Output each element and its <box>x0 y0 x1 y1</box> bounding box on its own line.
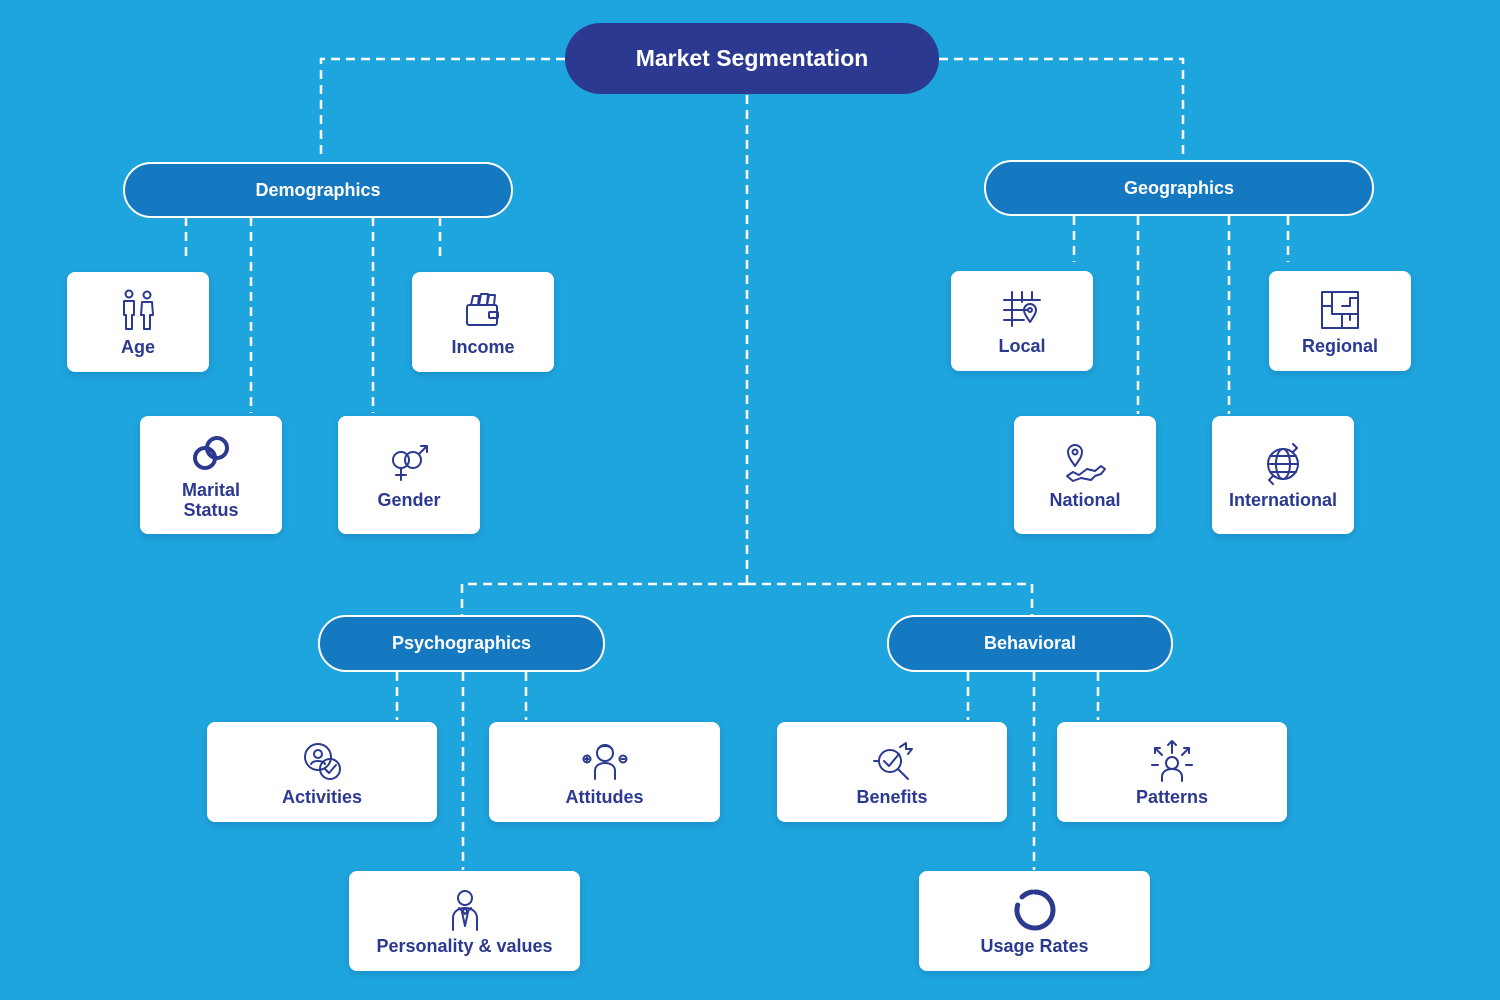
leaf-regional: Regional <box>1269 271 1411 371</box>
leaf-attitudes: Attitudes <box>489 722 720 822</box>
gender-symbols-icon <box>385 440 433 488</box>
leaf-personality-values: Personality & values <box>349 871 580 971</box>
leaf-activities: Activities <box>207 722 437 822</box>
leaf-label: Personality & values <box>376 936 553 956</box>
leaf-national: National <box>1014 416 1156 534</box>
person-arrows-icon <box>1148 737 1196 785</box>
country-map-pin-icon <box>1061 440 1109 488</box>
category-label: Behavioral <box>983 633 1077 653</box>
leaf-label: Usage Rates <box>980 936 1089 956</box>
leaf-label: Gender <box>377 490 441 510</box>
city-map-pin-icon <box>998 286 1046 334</box>
leaf-label: Income <box>451 337 515 357</box>
leaf-benefits: Benefits <box>777 722 1007 822</box>
leaf-patterns: Patterns <box>1057 722 1287 822</box>
leaf-age: Age <box>67 272 209 372</box>
leaf-label: National <box>1049 490 1121 510</box>
rings-icon <box>187 430 235 478</box>
category-label: Psychographics <box>391 633 532 653</box>
category-label: Demographics <box>255 179 381 200</box>
leaf-usage-rates: Usage Rates <box>919 871 1150 971</box>
category-geographics: Geographics <box>984 160 1374 216</box>
leaf-local: Local <box>951 271 1093 371</box>
connector-root-demographics <box>319 57 565 160</box>
leaf-label: Age <box>120 337 155 357</box>
activity-check-icon <box>298 737 346 785</box>
leaf-label: Activities <box>281 787 363 807</box>
connector-trunk-behavioral <box>747 582 1034 616</box>
leaf-international: International <box>1212 416 1354 534</box>
leaf-label: International <box>1228 490 1337 510</box>
leaf-label: Attitudes <box>565 787 644 807</box>
category-psychographics: Psychographics <box>318 615 605 672</box>
leaf-label: Regional <box>1301 336 1378 356</box>
root-node-market-segmentation: Market Segmentation <box>565 23 939 94</box>
region-map-icon <box>1316 286 1364 334</box>
connector-trunk-psychographics <box>460 582 747 616</box>
leaf-label: Benefits <box>856 787 928 807</box>
category-label: Geographics <box>1123 177 1235 198</box>
leaf-label: Marital Status <box>181 480 241 520</box>
globe-icon <box>1259 440 1307 488</box>
leaf-gender: Gender <box>338 416 480 534</box>
leaf-income: Income <box>412 272 554 372</box>
connector-root-geographics <box>939 57 1185 160</box>
businessman-icon <box>441 886 489 934</box>
people-icon <box>114 287 162 335</box>
leaf-label: Local <box>998 336 1046 356</box>
donut-ring-icon <box>1011 886 1059 934</box>
root-label: Market Segmentation <box>635 45 869 71</box>
wallet-icon <box>459 287 507 335</box>
leaf-marital-status: Marital Status <box>140 416 282 534</box>
target-magnifier-icon <box>868 737 916 785</box>
category-demographics: Demographics <box>123 162 513 218</box>
category-behavioral: Behavioral <box>887 615 1173 672</box>
leaf-label: Patterns <box>1135 787 1209 807</box>
face-options-icon <box>581 737 629 785</box>
